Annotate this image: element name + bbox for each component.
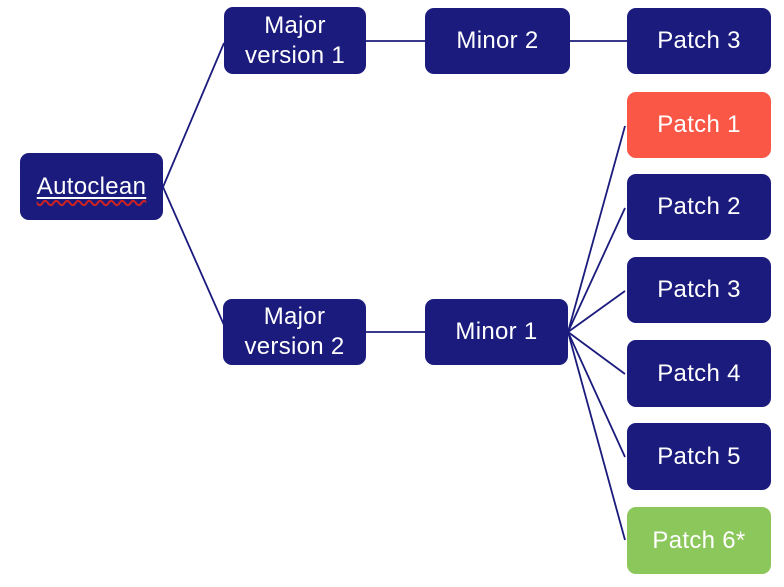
edge-minor1-patch4 xyxy=(567,331,626,375)
spellcheck-squiggle: Autoclean xyxy=(37,172,146,202)
node-label: Patch 5 xyxy=(657,442,741,470)
node-major-version-2[interactable]: Major version 2 xyxy=(223,299,366,365)
node-patch-6[interactable]: Patch 6* xyxy=(627,507,771,574)
node-minor-2[interactable]: Minor 2 xyxy=(425,8,570,74)
node-major-version-1[interactable]: Major version 1 xyxy=(224,7,366,74)
node-label: Patch 2 xyxy=(657,193,741,220)
node-label: Patch 4 xyxy=(657,359,741,387)
node-label: Major version 2 xyxy=(244,303,345,360)
node-patch-5[interactable]: Patch 5 xyxy=(627,423,771,490)
node-patch-1[interactable]: Patch 1 xyxy=(627,92,771,158)
node-autoclean[interactable]: Autoclean xyxy=(20,153,163,220)
edge-minor1-patch6 xyxy=(567,331,626,541)
node-minor-1[interactable]: Minor 1 xyxy=(425,299,568,365)
edge-root-major2 xyxy=(162,186,225,326)
node-label: Minor 1 xyxy=(455,318,538,345)
edge-root-major1 xyxy=(162,42,225,188)
node-label: Autoclean xyxy=(36,172,147,200)
node-label: Minor 2 xyxy=(456,27,539,54)
node-patch-3-of-minor-2[interactable]: Patch 3 xyxy=(627,8,771,74)
node-label: Patch 3 xyxy=(657,276,741,303)
node-label: Major version 1 xyxy=(244,11,346,69)
node-label: Patch 3 xyxy=(657,27,741,54)
edge-minor1-patch5 xyxy=(567,331,626,458)
node-label: Patch 1 xyxy=(657,111,741,138)
edge-minor1-patch1 xyxy=(567,125,626,333)
node-patch-4[interactable]: Patch 4 xyxy=(627,340,771,407)
edge-minor1-patch2 xyxy=(567,207,626,333)
edge-minor1-patch3 xyxy=(567,290,626,333)
node-label: Patch 6* xyxy=(652,526,746,554)
node-patch-3[interactable]: Patch 3 xyxy=(627,257,771,323)
node-patch-2[interactable]: Patch 2 xyxy=(627,174,771,240)
